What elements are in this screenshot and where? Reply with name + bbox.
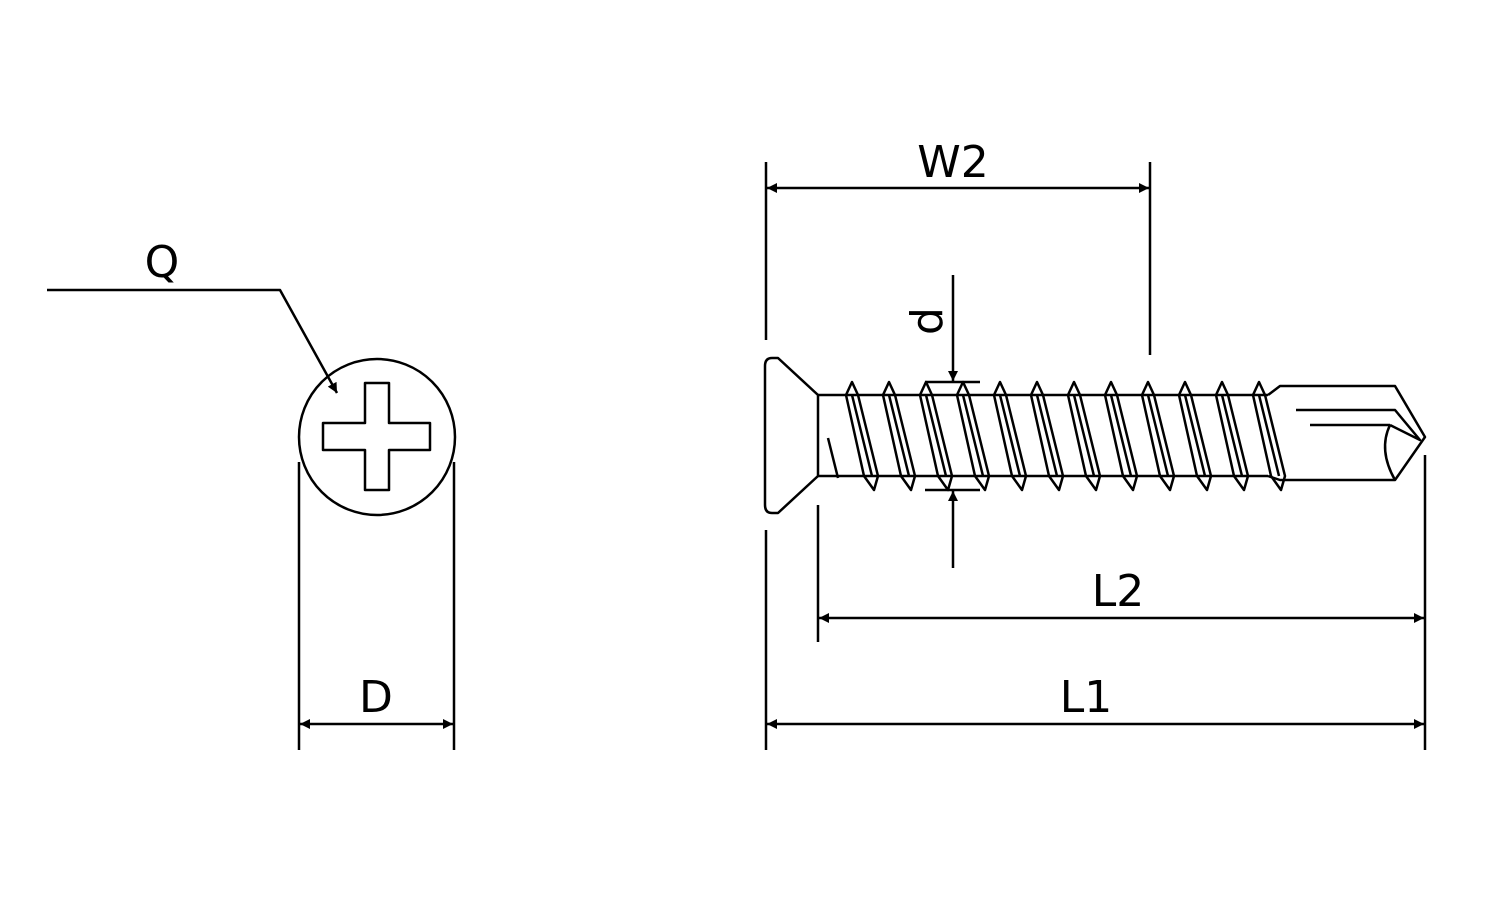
head-top-view bbox=[297, 357, 457, 517]
thread-flight bbox=[844, 380, 880, 492]
dimension-d-thread: d bbox=[902, 275, 980, 568]
phillips-recess-icon bbox=[321, 381, 432, 492]
label-w2: W2 bbox=[917, 137, 989, 188]
thread-flight bbox=[992, 380, 1028, 492]
thread-flight bbox=[1029, 380, 1065, 492]
head-outline bbox=[297, 357, 457, 517]
thread-flight bbox=[1214, 380, 1250, 492]
label-d-head: D bbox=[359, 672, 393, 723]
q-leader: Q bbox=[47, 237, 339, 394]
label-d-thread: d bbox=[902, 307, 953, 335]
dimension-d-head: D bbox=[297, 462, 456, 750]
thread-flight bbox=[1066, 380, 1102, 492]
thread-flight bbox=[881, 380, 917, 492]
screw-side-view bbox=[763, 356, 1427, 515]
label-q: Q bbox=[145, 237, 180, 288]
thread-flight bbox=[1177, 380, 1213, 492]
thread-flight bbox=[918, 380, 954, 492]
thread-flight bbox=[1140, 380, 1176, 492]
dimension-l1: L1 bbox=[764, 530, 1424, 750]
thread-flight bbox=[955, 380, 991, 492]
thread-flight bbox=[1251, 380, 1287, 492]
label-l1: L1 bbox=[1060, 672, 1113, 723]
dimension-w2: W2 bbox=[764, 137, 1152, 355]
label-l2: L2 bbox=[1092, 566, 1145, 617]
thread-flight bbox=[1103, 380, 1139, 492]
dimension-l2: L2 bbox=[816, 455, 1427, 750]
